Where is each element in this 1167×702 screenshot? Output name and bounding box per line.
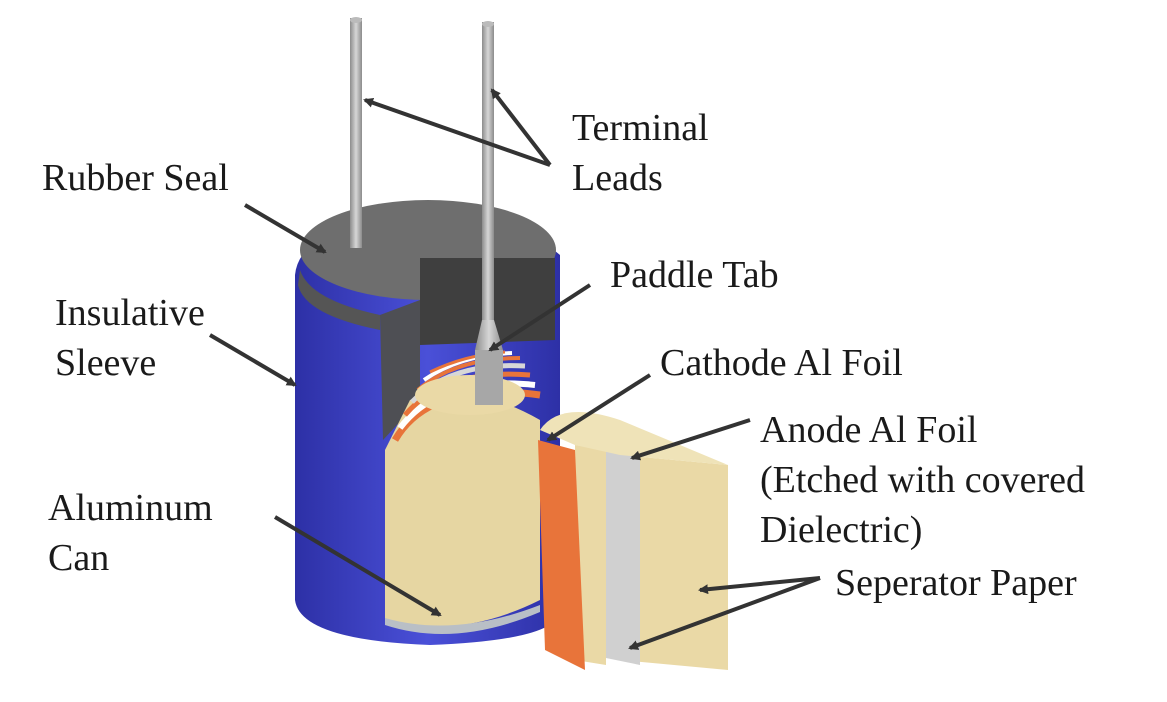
label-cathode-foil: Cathode Al Foil — [660, 342, 903, 384]
label-terminal-leads-line2: Leads — [572, 157, 663, 199]
label-aluminum-can-line1: Aluminum — [48, 487, 213, 529]
aluminum-can-shape — [385, 605, 540, 634]
label-separator-paper: Seperator Paper — [835, 562, 1077, 604]
label-insulative-sleeve-line1: Insulative — [55, 292, 205, 334]
label-aluminum-can-line2: Can — [48, 537, 110, 579]
label-anode-foil-line2: (Etched with covered — [760, 459, 1085, 501]
label-rubber-seal: Rubber Seal — [42, 157, 229, 199]
pointer-arrows — [208, 88, 821, 650]
label-terminal-leads-line1: Terminal — [572, 107, 709, 149]
label-insulative-sleeve-line2: Sleeve — [55, 342, 157, 384]
label-anode-foil-line1: Anode Al Foil — [760, 409, 978, 451]
label-anode-foil-line3: Dielectric) — [760, 509, 923, 551]
unrolled-layers — [538, 412, 728, 670]
label-paddle-tab: Paddle Tab — [610, 254, 779, 296]
